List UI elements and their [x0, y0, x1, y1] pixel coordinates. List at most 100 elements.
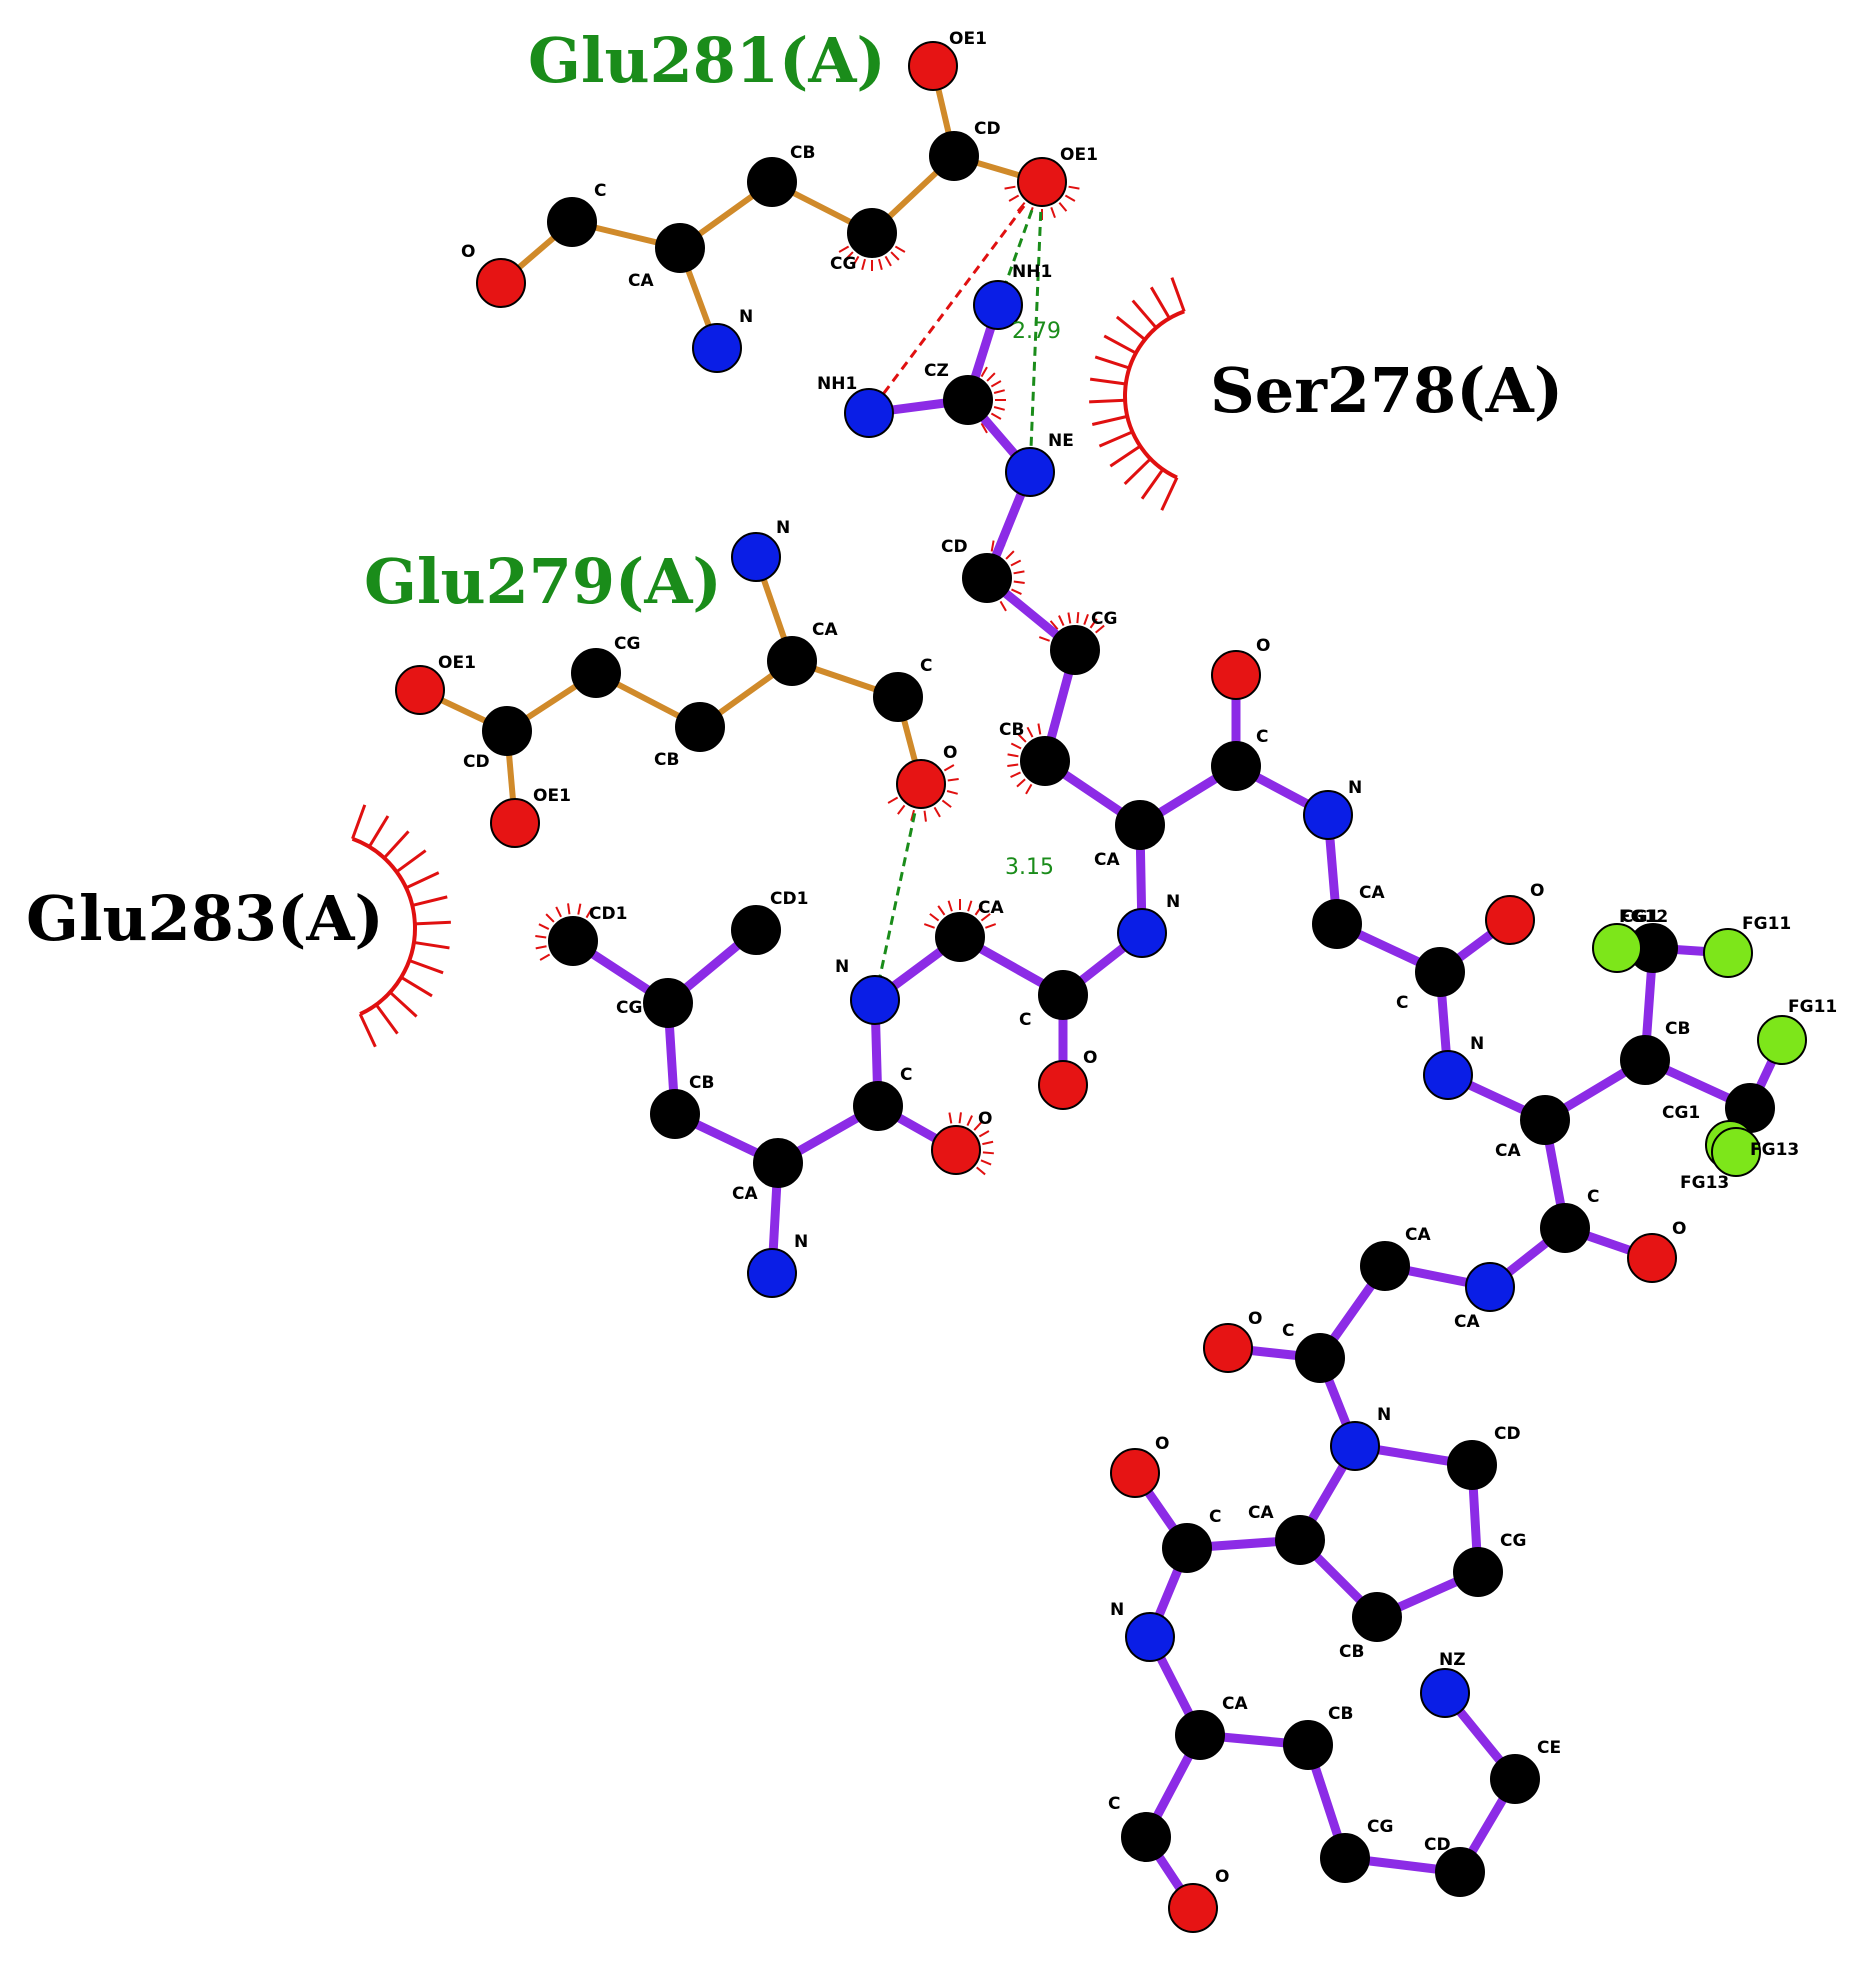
atom-label-r_c: C — [1396, 993, 1408, 1013]
atom-label-l_o: O — [978, 1109, 992, 1129]
atom-g1_ca — [655, 223, 705, 273]
atom-g1_cd — [929, 131, 979, 181]
atom-g9_o — [896, 759, 946, 809]
atom-label-l_cb: CB — [689, 1073, 714, 1093]
hydrophobic-arc-glu283 — [351, 804, 451, 1048]
atom-l_cd1 — [548, 916, 598, 966]
atom-label-g9_o: O — [943, 743, 957, 763]
atom-label-t_fg12: FG12 — [1619, 907, 1668, 927]
residue-label-glu279: Glu279(A) — [364, 545, 722, 618]
atom-label-g9_oe2: OE1 — [533, 786, 571, 806]
atom-n3 — [1465, 1262, 1515, 1312]
atom-label-k_o: O — [1215, 1867, 1229, 1887]
atom-p_cg — [1453, 1547, 1503, 1597]
hbond-distance-2: 3.15 — [1005, 855, 1054, 880]
atom-label-a_cg: CG — [1091, 609, 1117, 629]
atom-label-r_n2: N — [1470, 1034, 1484, 1054]
atom-label-k_cd: CD — [1424, 1835, 1451, 1855]
hbond-line-2 — [1028, 181, 1044, 473]
atom-l_n — [747, 1248, 797, 1298]
atom-a_c — [1211, 741, 1261, 791]
atom-k_cb — [1283, 1720, 1333, 1770]
atom-p_cb — [1352, 1592, 1402, 1642]
atom-label-g1_oe2: OE1 — [1060, 145, 1098, 165]
atom-g9_cd — [482, 706, 532, 756]
atom-l_o — [931, 1125, 981, 1175]
atom-label-g1_o: O — [461, 242, 475, 262]
atom-g1_cg — [847, 208, 897, 258]
atom-label-a_nh1: NH1 — [817, 374, 857, 394]
atom-label-ca3: CA — [1405, 1225, 1431, 1245]
atom-label-p_cg: CG — [1500, 1531, 1526, 1551]
atom-label-a_n: N — [1166, 892, 1180, 912]
atom-label-g9_n: N — [776, 518, 790, 538]
atom-a_nh2 — [973, 280, 1023, 330]
atom-g1_oe1 — [908, 41, 958, 91]
atom-k_nz — [1420, 1668, 1470, 1718]
atom-label-m_o: O — [1083, 1048, 1097, 1068]
atom-k_cg — [1320, 1833, 1370, 1883]
hydrophobic-arc-ser278 — [1089, 277, 1186, 511]
atom-label-t_cb: CB — [1665, 1019, 1690, 1039]
atom-k_n — [1125, 1612, 1175, 1662]
atom-l_cd2 — [731, 905, 781, 955]
atom-label-g1_c: C — [594, 181, 606, 201]
atom-label-l_cg: CG — [616, 998, 642, 1018]
atom-contact-a_cz — [980, 366, 1006, 434]
residue-label-ser278: Ser278(A) — [1210, 354, 1563, 427]
atom-p_c — [1162, 1523, 1212, 1573]
atom-r_ca — [1312, 899, 1362, 949]
atom-label-k_ca: CA — [1222, 1694, 1248, 1714]
atom-k_o — [1168, 1883, 1218, 1933]
atom-p_n — [1330, 1421, 1380, 1471]
atom-g9_cg — [571, 648, 621, 698]
hbond-line-3 — [873, 783, 923, 1001]
atom-label-g9_c: C — [920, 656, 932, 676]
atom-label-l_c: C — [900, 1065, 912, 1085]
atom-label-a_nh2: NH1 — [1012, 262, 1052, 282]
atom-label-k_c: C — [1108, 1794, 1120, 1814]
atom-a_nh1 — [844, 388, 894, 438]
atom-label-k_cb: CB — [1328, 1704, 1353, 1724]
atom-ca3 — [1360, 1241, 1410, 1291]
atom-label-t_cg2: CG1 — [1662, 1103, 1700, 1123]
atom-g9_oe2 — [490, 798, 540, 848]
atom-label-t_fg13: FG13 — [1750, 1140, 1799, 1160]
atom-label-k_cg: CG — [1367, 1817, 1393, 1837]
atom-o3 — [1203, 1323, 1253, 1373]
atom-label-g9_cb: CB — [654, 750, 679, 770]
hydrophobic-contacts — [351, 185, 1186, 1176]
atom-t_cb — [1620, 1035, 1670, 1085]
atom-g9_cb — [675, 702, 725, 752]
atom-p_o — [1110, 1448, 1160, 1498]
atom-t_o — [1627, 1233, 1677, 1283]
atom-m_c — [1038, 970, 1088, 1020]
atom-t_fg12 — [1592, 923, 1642, 973]
atom-label-g9_cd: CD — [463, 752, 490, 772]
atom-m_o — [1038, 1060, 1088, 1110]
atom-label-t_fgx: FG11 — [1788, 997, 1837, 1017]
atom-label-g1_oe1: OE1 — [949, 29, 987, 49]
atom-label-l_ca: CA — [732, 1184, 758, 1204]
hbond-distance-1: 2.79 — [1012, 319, 1061, 344]
atom-label-g1_cd: CD — [974, 119, 1001, 139]
atom-l_c — [853, 1081, 903, 1131]
atom-label-g1_ca: CA — [628, 271, 654, 291]
atom-label-a_o: O — [1256, 636, 1270, 656]
atom-l_cg — [643, 978, 693, 1028]
atom-label-t_o: O — [1672, 1219, 1686, 1239]
atom-g1_cb — [747, 157, 797, 207]
atom-r_n2 — [1423, 1050, 1473, 1100]
atom-label-p_c: C — [1209, 1507, 1221, 1527]
atom-label-l_cd2: CD1 — [770, 889, 808, 909]
atom-label-t_ca: CA — [1495, 1141, 1521, 1161]
atom-label-p_ca: CA — [1248, 1503, 1274, 1523]
atom-label-a_cz: CZ — [924, 361, 949, 381]
atom-label-c3: C — [1282, 1321, 1294, 1341]
atom-label-t_c: C — [1587, 1187, 1599, 1207]
atom-a_cg — [1050, 625, 1100, 675]
atom-l_cb — [650, 1089, 700, 1139]
atom-contact-a_cb — [1007, 723, 1042, 795]
atom-label-r_n: N — [1348, 778, 1362, 798]
